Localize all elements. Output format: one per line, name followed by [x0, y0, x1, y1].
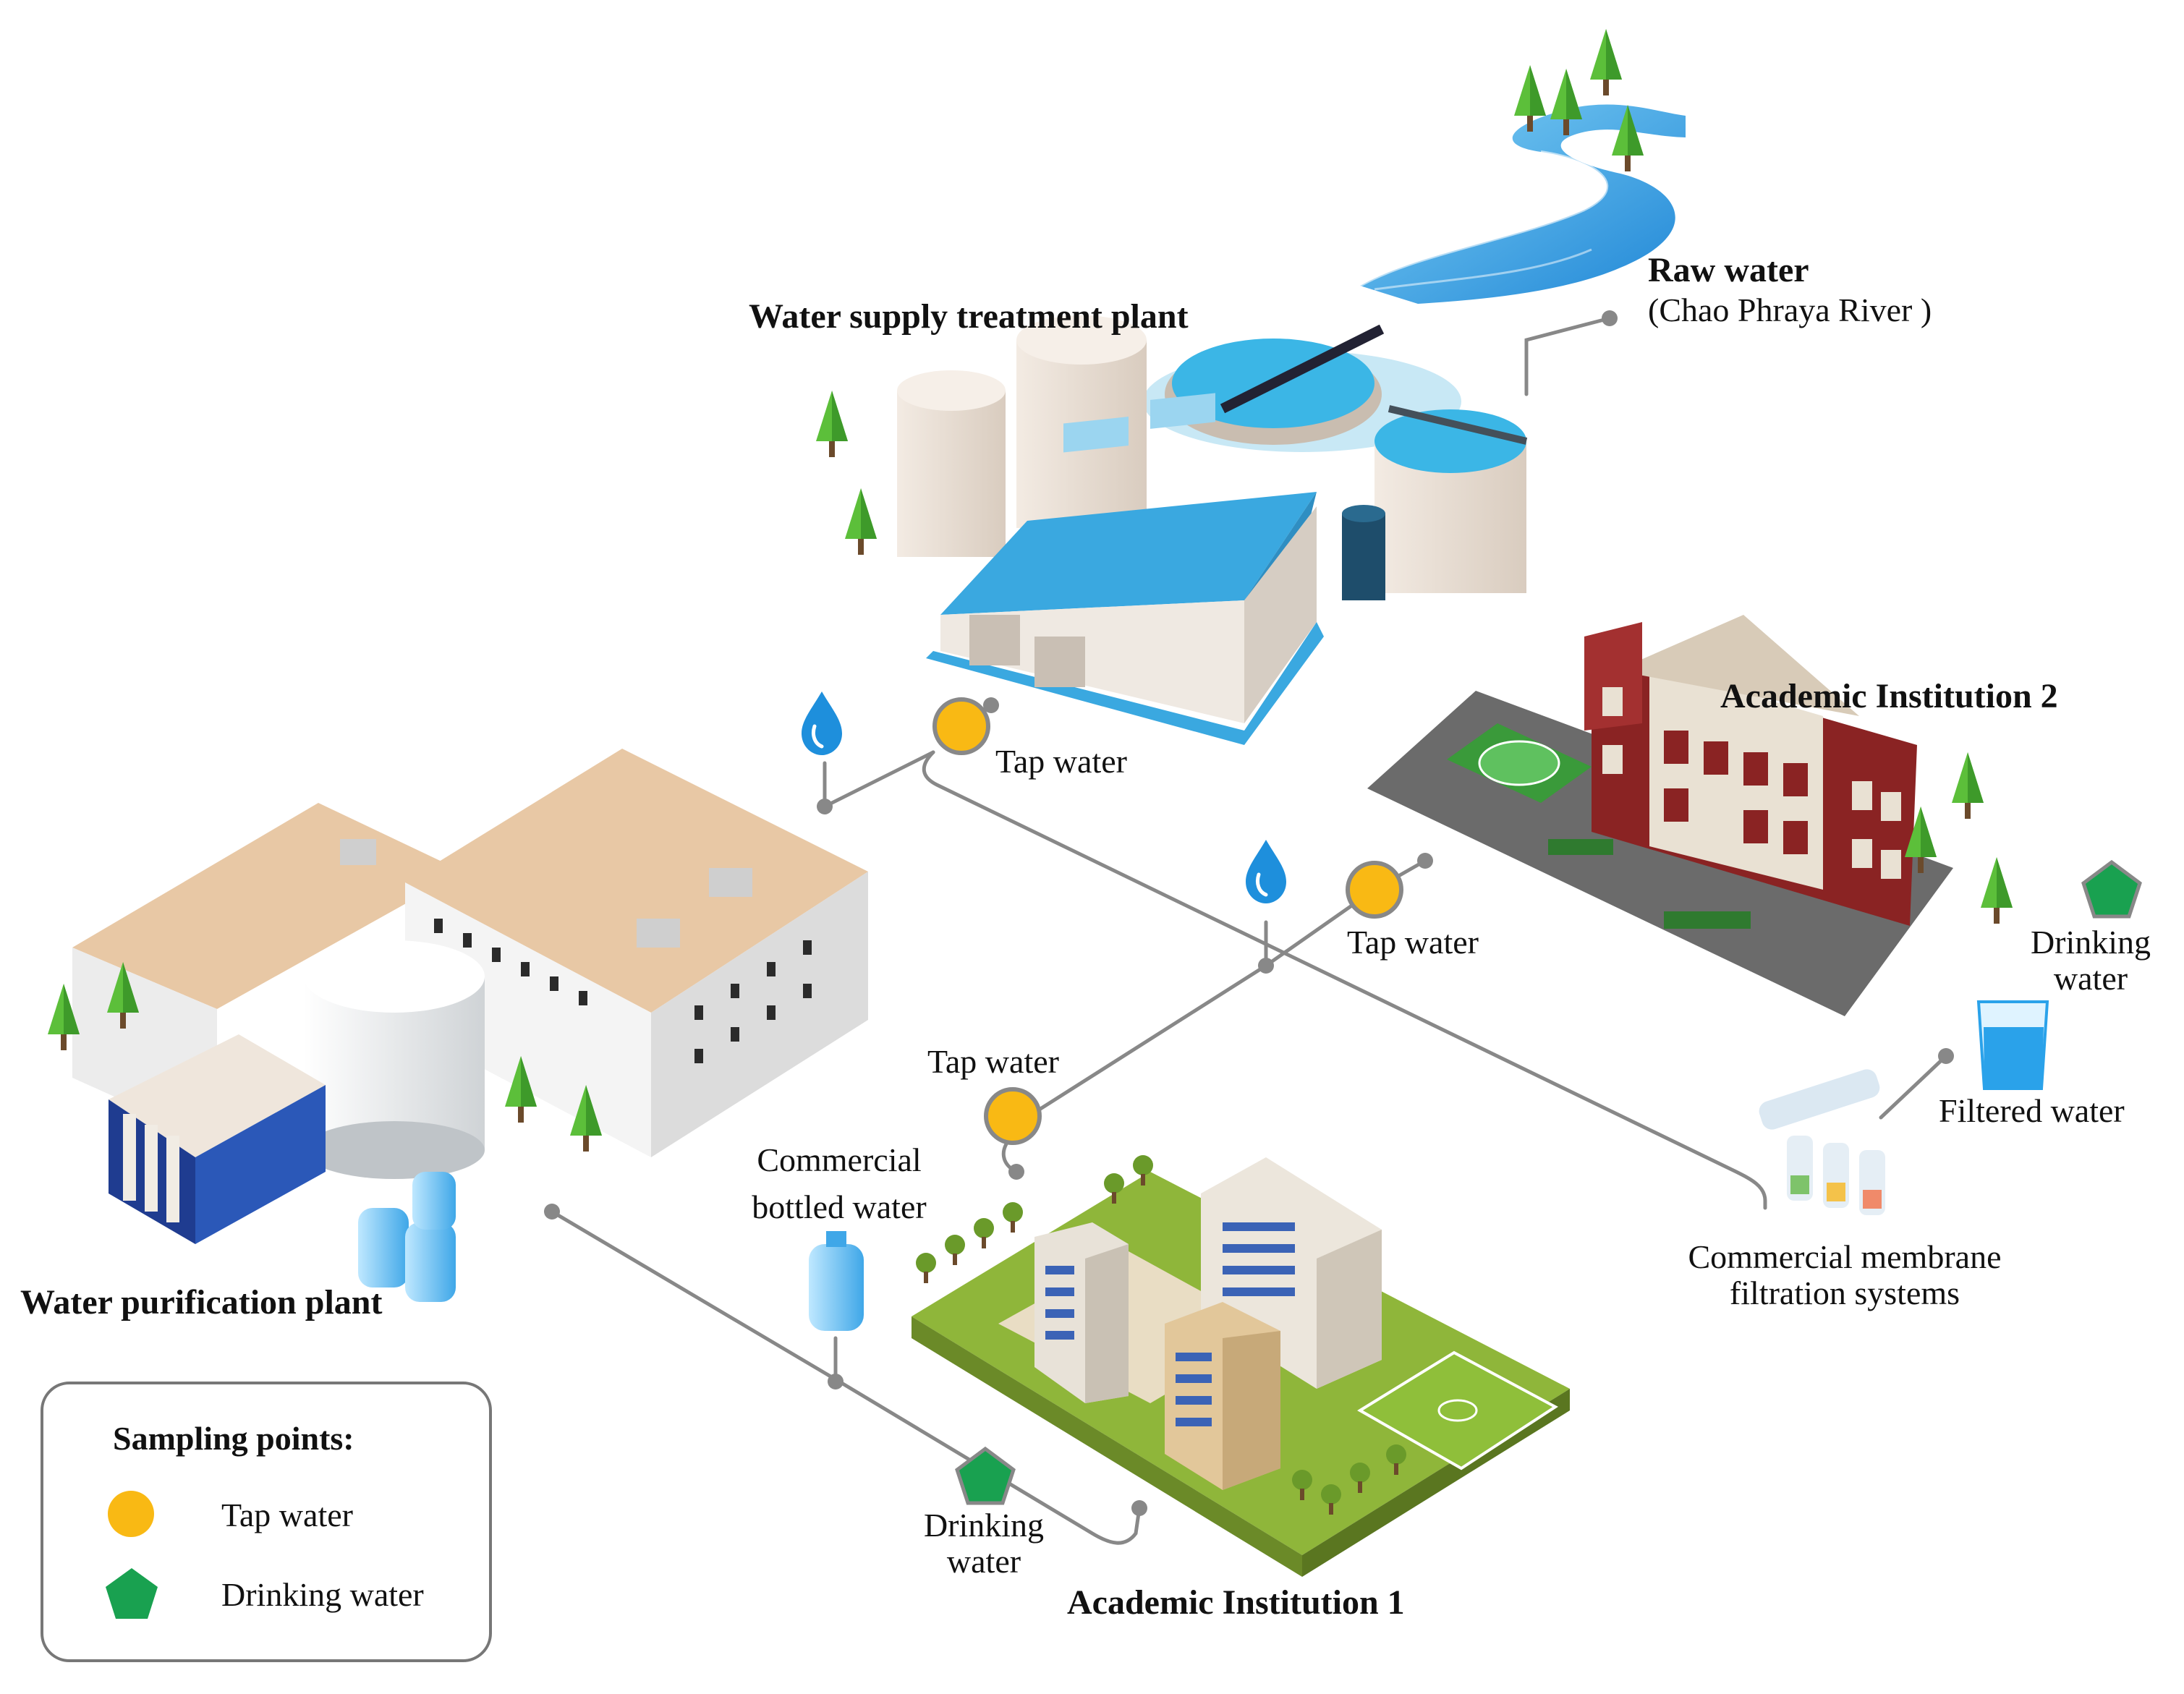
- legend-title: Sampling points:: [113, 1420, 354, 1457]
- legend-drinking-water-marker: [106, 1568, 158, 1619]
- pipe-nodes: [544, 310, 1954, 1516]
- river-illustration: [1359, 29, 1686, 304]
- purification-plant-title: Water purification plant: [20, 1283, 383, 1321]
- raw-water-title: Raw water: [1648, 251, 1809, 289]
- water-drop-icon: [802, 691, 842, 755]
- filtered-water-label: Filtered water: [1939, 1092, 2125, 1129]
- drinking-water-marker: [955, 1446, 1016, 1505]
- treatment-plant-illustration: [816, 315, 1528, 745]
- academic-institution-1-title: Academic Institution 1: [1067, 1583, 1405, 1622]
- tap-water-label-1: Tap water: [995, 743, 1127, 780]
- pipe-plant-to-junction: [823, 750, 935, 809]
- tap-water-label-2: Tap water: [1347, 924, 1479, 961]
- legend-drinking-water-label: Drinking water: [221, 1576, 424, 1613]
- pipe-river-to-plant: [1524, 316, 1612, 396]
- treatment-plant-title: Water supply treatment plant: [749, 297, 1189, 336]
- membrane-label-line1: Commercial membrane: [1688, 1238, 2002, 1275]
- academic-institution-1-illustration: [912, 1155, 1570, 1577]
- tap-water-marker: [1346, 861, 1403, 919]
- pipe-filter-to-glass: [1879, 1054, 1948, 1120]
- membrane-filter-icon: [1759, 1069, 1885, 1215]
- tap-water-marker: [984, 1087, 1042, 1145]
- filtered-water-glass-icon: [1976, 1000, 2049, 1090]
- legend-tap-water-label: Tap water: [221, 1497, 353, 1533]
- tap-water-marker: [932, 697, 990, 755]
- tap-water-label-3: Tap water: [927, 1043, 1059, 1080]
- legend: Sampling points: Tap water Drinking wate…: [41, 1382, 492, 1662]
- drinking-water-label-2-line1: Drinking: [2030, 924, 2151, 961]
- membrane-label-line2: filtration systems: [1729, 1274, 1960, 1311]
- water-drop-icon: [1246, 840, 1286, 903]
- bottled-water-icon: [809, 1231, 864, 1331]
- pipe-purif-to-ai1: [550, 1209, 1142, 1545]
- drinking-water-label-1-line1: Drinking: [923, 1507, 1045, 1544]
- purification-plant-illustration: [48, 749, 868, 1302]
- drinking-water-label-2-line2: water: [2053, 960, 2128, 997]
- pipe-main-diagonal: [922, 750, 1767, 1210]
- academic-institution-2-illustration: [1367, 615, 2013, 1016]
- drinking-water-marker: [2081, 859, 2142, 919]
- commercial-bottled-label-line2: bottled water: [752, 1188, 927, 1225]
- academic-institution-2-title: Academic Institution 2: [1720, 677, 2058, 715]
- commercial-bottled-label-line1: Commercial: [757, 1141, 922, 1178]
- pipe-cross-tap3: [1036, 963, 1268, 1112]
- legend-tap-water-marker: [108, 1491, 154, 1537]
- raw-water-source: (Chao Phraya River ): [1648, 291, 1932, 328]
- drinking-water-label-1-line2: water: [946, 1543, 1021, 1580]
